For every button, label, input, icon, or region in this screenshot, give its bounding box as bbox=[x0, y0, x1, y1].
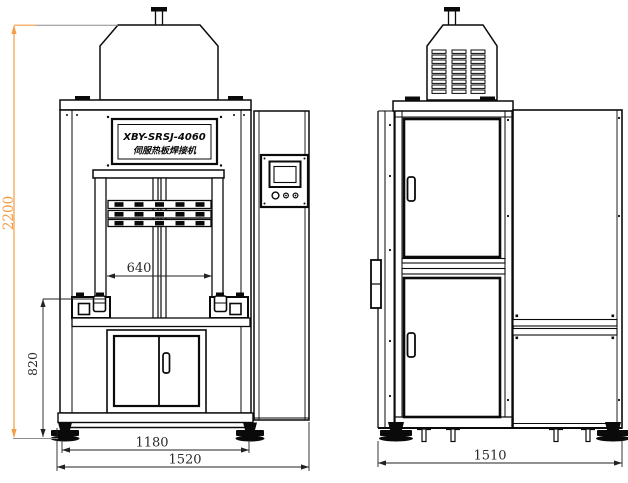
top-plate-side bbox=[392, 96, 514, 112]
dimension-overall-width: 1520 bbox=[56, 422, 310, 471]
dim-platen-width-label: 640 bbox=[127, 261, 152, 276]
vent-louvers bbox=[431, 49, 486, 94]
press-post-right bbox=[211, 177, 224, 299]
vent-pipe-cap bbox=[151, 7, 167, 12]
dim-foot-spacing-label: 1180 bbox=[135, 436, 168, 451]
electrical-cabinet bbox=[253, 110, 310, 421]
dimension-table-height: 820 bbox=[25, 298, 105, 437]
nameplate-machine-name-text: 伺服热板焊接机 bbox=[133, 146, 197, 157]
work-table-clamps bbox=[71, 292, 251, 328]
side-lower-door bbox=[402, 276, 502, 419]
dimension-foot-spacing: 1180 bbox=[61, 436, 250, 453]
vent-pipe-cap bbox=[444, 7, 460, 12]
leveling-foot bbox=[605, 422, 621, 430]
support-pegs bbox=[417, 427, 595, 443]
heating-platens bbox=[107, 199, 212, 228]
dimension-overall-height: 2200 bbox=[1, 24, 118, 439]
press-post-left bbox=[94, 177, 107, 299]
dimension-overall-depth: 1510 bbox=[377, 441, 623, 467]
side-door-handle bbox=[406, 176, 416, 202]
lower-cabinet-front bbox=[106, 329, 207, 414]
side-view: 1510 bbox=[370, 7, 628, 467]
dim-overall-depth-label: 1510 bbox=[473, 449, 506, 464]
dim-table-height-label: 820 bbox=[25, 352, 40, 376]
front-view: XBY-SRSJ-4060 伺服热板焊接机 640 bbox=[1, 7, 310, 471]
leveling-foot bbox=[58, 422, 72, 430]
dim-overall-height-label: 2200 bbox=[1, 196, 17, 230]
panel-button bbox=[271, 191, 280, 200]
dim-overall-width-label: 1520 bbox=[168, 453, 201, 468]
leveling-foot bbox=[243, 422, 257, 430]
base-side bbox=[378, 422, 628, 443]
front-door-handle bbox=[162, 352, 171, 374]
nameplate-model-text: XBY-SRSJ-4060 bbox=[122, 132, 206, 143]
control-panel bbox=[259, 153, 310, 209]
base-front bbox=[50, 412, 265, 442]
side-front-edge bbox=[370, 110, 395, 428]
side-door-section bbox=[394, 110, 513, 428]
hood-front bbox=[99, 7, 219, 101]
leveling-foot bbox=[388, 422, 404, 430]
machine-bed bbox=[71, 317, 251, 328]
hood-side bbox=[426, 7, 498, 101]
side-rear-panel bbox=[506, 109, 623, 429]
front-double-doors bbox=[112, 334, 201, 408]
nameplate: XBY-SRSJ-4060 伺服热板焊接机 bbox=[106, 115, 223, 167]
press-frame bbox=[92, 169, 225, 319]
side-door-handle bbox=[406, 332, 416, 358]
dimension-platen-width: 640 bbox=[107, 261, 212, 279]
side-upper-door bbox=[402, 117, 502, 259]
